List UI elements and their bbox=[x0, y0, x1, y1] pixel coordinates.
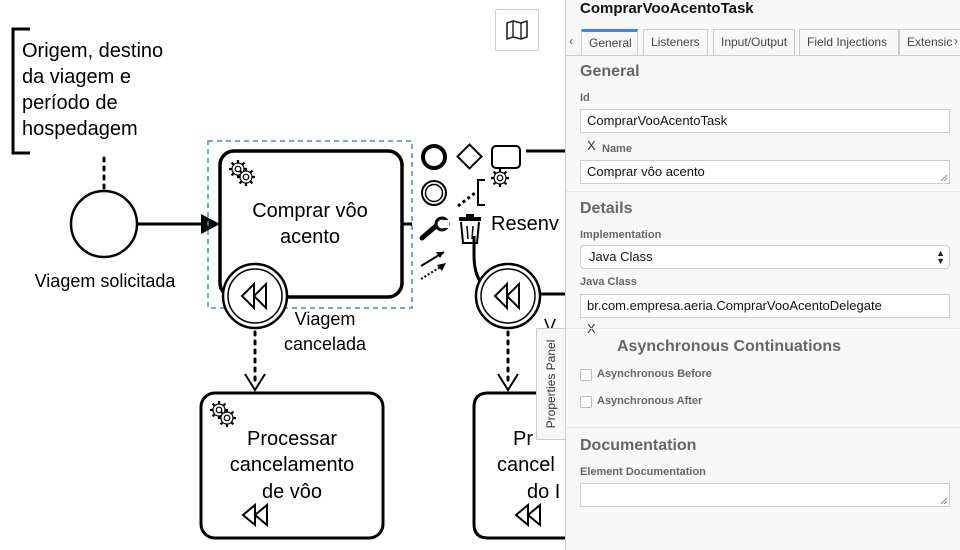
compensation-marker-icon bbox=[241, 502, 268, 528]
section-divider bbox=[566, 427, 960, 428]
name-label: Name bbox=[602, 143, 632, 155]
annotation-line: Origem, destino bbox=[22, 40, 163, 62]
resize-handle-icon[interactable] bbox=[940, 174, 948, 182]
append-gateway-icon[interactable] bbox=[456, 143, 483, 170]
section-heading-details: Details bbox=[580, 200, 633, 217]
task-label-line: Processar bbox=[247, 428, 337, 450]
panel-title: ComprarVooAcentoTask bbox=[580, 0, 754, 17]
annotation-line: período de bbox=[22, 92, 118, 114]
async-before-label: Asynchronous Before bbox=[597, 368, 712, 380]
id-input[interactable]: ComprarVooAcentoTask bbox=[580, 109, 950, 133]
task-label-partial: Resenv bbox=[491, 213, 559, 235]
section-heading-documentation: Documentation bbox=[580, 437, 697, 454]
task-label-line: cancelamento bbox=[230, 454, 355, 476]
compensation-icon bbox=[493, 281, 520, 311]
tab-scroll-left-icon[interactable]: ‹ bbox=[569, 34, 573, 48]
implementation-select[interactable]: Java Class ▲▼ bbox=[580, 245, 950, 269]
annotation-line: hospedagem bbox=[22, 118, 138, 140]
service-task-processar-cancelamento[interactable]: Processar cancelamento de vôo bbox=[199, 391, 385, 540]
selection-outline bbox=[207, 140, 413, 309]
name-value: Comprar vôo acento bbox=[587, 164, 705, 179]
compensation-marker-icon bbox=[514, 502, 541, 528]
element-documentation-label: Element Documentation bbox=[580, 466, 706, 478]
async-after-checkbox[interactable] bbox=[580, 396, 592, 408]
wrench-icon[interactable] bbox=[419, 216, 450, 241]
boundary-event-compensation-2[interactable] bbox=[474, 262, 542, 330]
minimap-toggle-button[interactable] bbox=[495, 9, 539, 51]
append-text-annotation-icon[interactable] bbox=[457, 191, 476, 208]
text-annotation[interactable]: Origem, destino da viagem e período de h… bbox=[11, 27, 163, 155]
boundary-event-label: cancelada bbox=[284, 334, 367, 354]
tabs-divider bbox=[566, 55, 960, 56]
start-event-label: Viagem solicitada bbox=[35, 271, 177, 291]
section-divider bbox=[566, 328, 960, 329]
annotation-line: da viagem e bbox=[22, 66, 131, 88]
implementation-value: Java Class bbox=[589, 249, 653, 264]
map-icon bbox=[506, 20, 528, 40]
append-intermediate-event-icon[interactable] bbox=[421, 180, 447, 206]
tab-extensions[interactable]: Extensic bbox=[899, 29, 960, 55]
element-documentation-textarea[interactable] bbox=[580, 483, 950, 507]
tab-general[interactable]: General bbox=[581, 29, 638, 55]
tab-scroll-right-icon[interactable]: › bbox=[954, 34, 958, 48]
association-arrowhead-icon bbox=[244, 373, 266, 392]
tab-listeners[interactable]: Listeners bbox=[643, 29, 708, 55]
arrowhead-icon bbox=[201, 214, 220, 234]
resize-handle-icon[interactable] bbox=[940, 497, 948, 505]
section-heading-general: General bbox=[580, 63, 640, 80]
tab-bar: ‹ General Listeners Input/Output Field I… bbox=[566, 29, 960, 55]
name-textarea[interactable]: Comprar vôo acento bbox=[580, 160, 950, 184]
tab-field-injections[interactable]: Field Injections bbox=[799, 29, 899, 55]
task-label-partial: do I bbox=[527, 481, 560, 503]
id-label: Id bbox=[580, 92, 590, 104]
section-divider bbox=[566, 191, 960, 192]
properties-panel-toggle-label: Properties Panel bbox=[544, 339, 558, 429]
append-end-event-icon[interactable] bbox=[421, 144, 447, 170]
change-type-gear-icon[interactable] bbox=[489, 167, 511, 189]
boundary-event-compensation[interactable] bbox=[221, 262, 289, 330]
java-class-label: Java Class bbox=[580, 276, 637, 288]
section-heading-async: Asynchronous Continuations bbox=[617, 338, 841, 355]
trash-icon[interactable] bbox=[459, 214, 481, 244]
connect-arrow-icon[interactable] bbox=[420, 251, 446, 280]
start-event[interactable] bbox=[69, 189, 139, 259]
properties-panel-toggle[interactable]: Properties Panel bbox=[536, 328, 565, 440]
compensation-icon bbox=[240, 281, 267, 311]
task-label-line: acento bbox=[280, 226, 340, 248]
tab-input-output[interactable]: Input/Output bbox=[713, 29, 795, 55]
boundary-event-label: Viagem bbox=[295, 309, 356, 329]
task-label-line: Comprar vôo bbox=[252, 200, 368, 222]
java-class-input[interactable]: br.com.empresa.aeria.ComprarVooAcentoDel… bbox=[580, 294, 950, 318]
append-task-icon[interactable] bbox=[491, 145, 521, 169]
properties-panel: ComprarVooAcentoTask ‹ General Listeners… bbox=[565, 0, 960, 550]
context-pad[interactable] bbox=[419, 143, 521, 280]
task-label-partial: Pr bbox=[513, 428, 533, 450]
task-label-line: de vôo bbox=[262, 481, 322, 503]
implementation-label: Implementation bbox=[580, 229, 662, 241]
async-after-label: Asynchronous After bbox=[597, 395, 703, 407]
select-arrows-icon: ▲▼ bbox=[936, 248, 945, 266]
async-before-checkbox[interactable] bbox=[580, 369, 592, 381]
clear-id-button[interactable]: X bbox=[587, 138, 596, 153]
service-task-comprar-voo[interactable]: Comprar vôo acento bbox=[218, 149, 404, 299]
task-label-partial: cancel bbox=[497, 454, 555, 476]
